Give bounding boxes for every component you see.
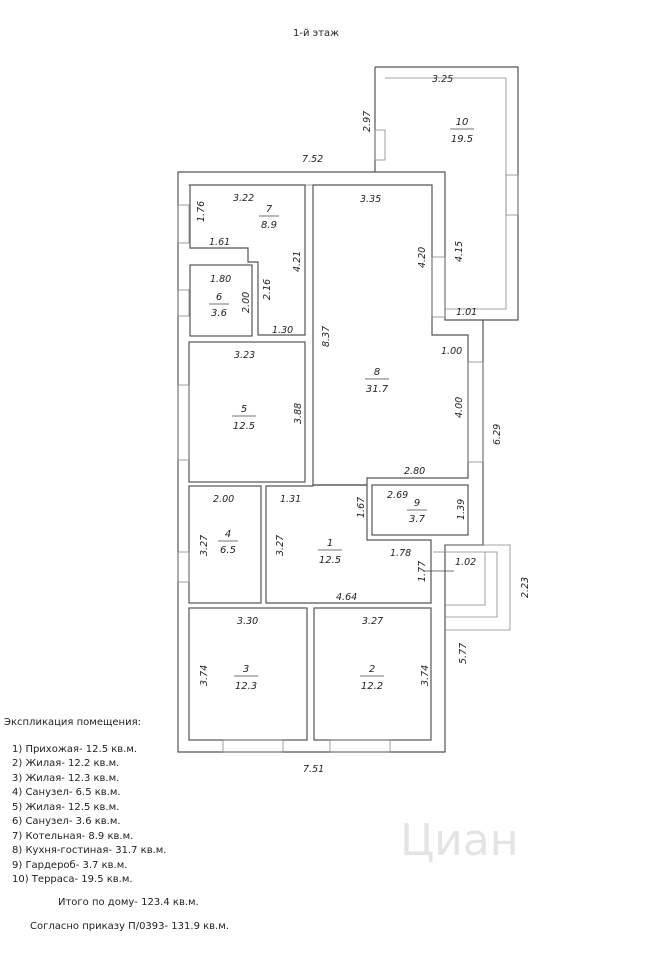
legend-item: 2) Жилая- 12.2 кв.м. [12,758,120,769]
dim-label: 3.74 [199,665,210,686]
dim-label: 4.00 [454,397,465,418]
dim-label: 3.23 [234,350,255,361]
dim-label: 2.80 [404,466,425,477]
room-1-area: 12.5 [319,555,341,566]
dim-label: 2.97 [362,111,373,132]
dim-label: 1.39 [456,499,467,520]
legend-order: Согласно приказу П/0393- 131.9 кв.м. [30,921,229,932]
dim-label: 1.77 [417,561,428,582]
dim-label: 3.22 [233,193,254,204]
room-7-area: 8.9 [261,220,277,231]
room-6-number: 6 [216,292,222,303]
dim-label: 3.88 [293,403,304,424]
porch-outline [433,544,511,631]
room-7-number: 7 [266,204,273,215]
dim-label: 3.74 [420,665,431,686]
dim-label: 2.69 [387,490,408,501]
dim-label: 1.01 [456,307,477,318]
legend-item: 1) Прихожая- 12.5 кв.м. [12,743,138,755]
dim-label: 3.27 [275,535,286,556]
legend-heading: Экспликация помещения: [4,717,141,728]
room-3-area: 12.3 [235,681,257,692]
room-6 [189,264,253,337]
dim-label: 1.61 [209,237,230,248]
dim-label: 2.16 [262,279,273,300]
room-10-area: 19.5 [451,134,473,145]
windows [177,129,519,753]
dim-label: 3.25 [432,74,453,85]
terrace-outline [374,66,519,321]
dimension-labels: 3.25 2.97 7.52 3.22 1.76 1.61 4.21 3.35 … [196,74,531,775]
dim-label: 4.64 [336,592,357,603]
room-1 [265,484,432,604]
dim-label: 1.02 [455,557,476,568]
room-9-number: 9 [414,498,420,509]
dim-label: 3.27 [199,535,210,556]
room-3-number: 3 [243,664,249,675]
plan-title: 1-й этаж [293,28,339,39]
room-5-number: 5 [241,404,247,415]
room-7 [189,184,306,336]
legend-item: 6) Санузел- 3.6 кв.м. [12,816,121,827]
room-1-number: 1 [327,538,333,549]
room-9-area: 3.7 [409,514,426,525]
dim-label: 1.31 [280,494,301,505]
legend-item: 4) Санузел- 6.5 кв.м. [12,787,121,798]
room-9 [371,484,469,536]
legend-item: 8) Кухня-гостиная- 31.7 кв.м. [12,845,167,856]
dim-label: 2.00 [241,292,252,313]
dim-label: 4.20 [417,247,428,268]
dim-label: 2.00 [213,494,234,505]
dim-label: 1.78 [390,548,411,559]
outer-wall [177,171,484,753]
dim-label: 2.23 [520,577,531,598]
room-2-area: 12.2 [361,681,383,692]
legend-item: 3) Жилая- 12.3 кв.м. [12,772,120,784]
legend-item: 5) Жилая- 12.5 кв.м. [12,801,120,813]
room-8-area: 31.7 [366,384,389,395]
dim-label: 3.27 [362,616,383,627]
room-5-area: 12.5 [233,421,255,432]
legend-item: 10) Терраса- 19.5 кв.м. [12,874,133,885]
dim-label: 1.30 [272,325,293,336]
dim-label: 3.35 [360,194,381,205]
legend-item: 9) Гардероб- 3.7 кв.м. [12,859,128,871]
room-8-number: 8 [374,367,380,378]
room-4-number: 4 [225,529,231,540]
dim-label: 1.76 [196,201,207,222]
room-2-number: 2 [369,664,375,675]
legend: Экспликация помещения: 1) Прихожая- 12.5… [4,716,229,935]
dim-label: 5.77 [458,643,469,664]
legend-total: Итого по дому- 123.4 кв.м. [58,896,199,908]
dim-label: 1.80 [210,274,231,285]
dim-label: 4.21 [292,251,303,272]
room-6-area: 3.6 [211,308,227,319]
legend-item: 7) Котельная- 8.9 кв.м. [12,830,134,842]
dim-label: 4.15 [454,241,465,262]
dim-label: 7.52 [302,154,323,165]
room-10-number: 10 [456,117,469,128]
watermark: Циан [400,815,519,866]
dim-label: 6.29 [492,424,503,445]
dim-label: 8.37 [321,326,332,347]
room-labels: 1 12.5 2 12.2 3 12.3 4 6.5 5 12.5 6 3.6 … [209,117,474,692]
room-4 [188,485,262,604]
dim-label: 1.67 [356,497,367,518]
dim-label: 3.30 [237,616,258,627]
room-4-area: 6.5 [220,545,236,556]
dim-label: 1.00 [441,346,462,357]
dim-label: 7.51 [303,764,324,775]
